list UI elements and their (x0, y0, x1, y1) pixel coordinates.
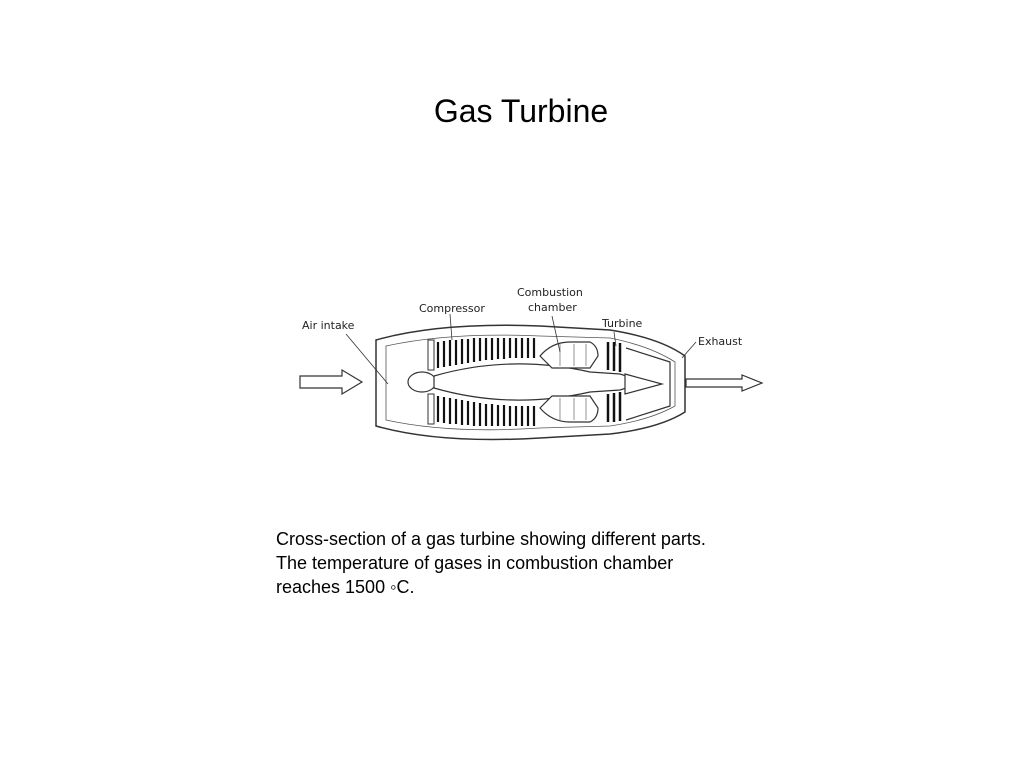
intake-arrow (299, 368, 364, 396)
intake-nose-cone (407, 371, 437, 393)
compressor-blades-lower (436, 396, 536, 426)
exhaust-arrow (685, 374, 764, 392)
slide-title: Gas Turbine (433, 93, 609, 129)
exhaust-nozzle (625, 347, 671, 421)
callout-leader-lines (345, 313, 697, 385)
gas-turbine-cross-section: Air intake Compressor Combustion chamber… (299, 286, 764, 441)
label-air-intake: Air intake (302, 319, 355, 332)
combustion-chamber-upper (539, 341, 599, 369)
label-combustion-line1: Combustion (517, 286, 583, 299)
compressor-inlet-guide-upper (427, 339, 435, 371)
compressor-blades-upper (436, 338, 536, 368)
label-compressor: Compressor (419, 302, 485, 315)
combustion-chamber-lower (539, 395, 599, 423)
combustion-chamber-details (559, 344, 587, 420)
caption-line-1: Cross-section of a gas turbine showing d… (276, 529, 706, 549)
exhaust-cone (624, 373, 665, 395)
engine-inner-liner (385, 334, 676, 431)
caption-line-2: The temperature of gases in combustion c… (276, 553, 674, 573)
turbine-blades-upper (606, 342, 622, 372)
gas-turbine-diagram: Air intake Compressor Combustion chamber… (290, 276, 780, 456)
label-combustion-line2: chamber (528, 301, 577, 314)
label-turbine: Turbine (601, 317, 643, 330)
caption-line-3: reaches 1500 ◦C. (276, 577, 415, 597)
caption: Cross-section of a gas turbine showing d… (276, 527, 776, 599)
label-exhaust: Exhaust (698, 335, 743, 348)
turbine-blades-lower (606, 392, 622, 422)
compressor-inlet-guide-lower (427, 393, 435, 425)
